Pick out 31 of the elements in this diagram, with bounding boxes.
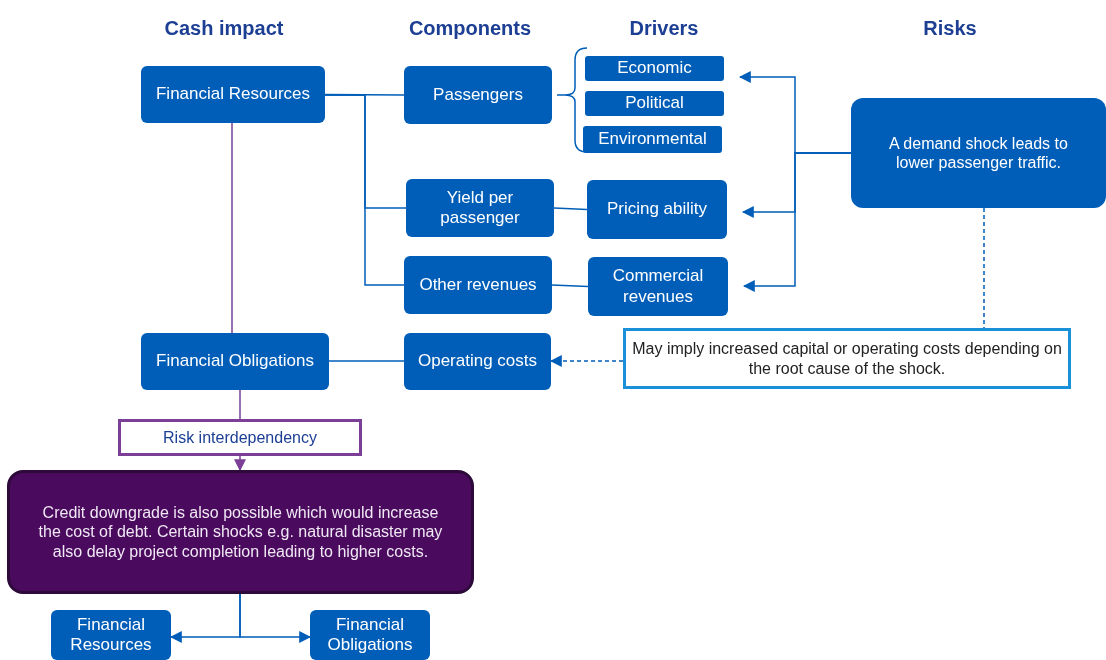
process-box: Other revenues (404, 256, 552, 314)
driver-box: Political (585, 91, 724, 116)
process-box: Financial Obligations (310, 610, 430, 660)
column-header: Cash impact (164, 17, 284, 40)
arrow (239, 593, 312, 643)
column-header: Components (408, 17, 532, 40)
arrow (742, 152, 852, 292)
driver-box: Economic (585, 56, 724, 81)
process-box: Financial Obligations (141, 333, 329, 390)
connector-line (551, 284, 589, 288)
column-header: Drivers (629, 17, 699, 40)
process-box: Passengers (404, 66, 552, 124)
arrow (234, 455, 246, 472)
column-header: Risks (923, 17, 977, 40)
process-box: Commercial revenues (588, 257, 728, 316)
process-box: Financial Resources (51, 610, 171, 660)
connector-line (231, 122, 233, 334)
risk-box: A demand shock leads to lower passenger traffic. (851, 98, 1106, 208)
connector-line (553, 207, 588, 211)
note-box: May imply increased capital or operating costs depending on the root cause of the shock. (623, 328, 1071, 389)
process-box: Operating costs (404, 333, 551, 390)
arrow (549, 355, 624, 367)
driver-box: Environmental (583, 126, 722, 153)
connector-line (324, 94, 405, 286)
process-box: Financial Resources (141, 66, 325, 123)
impact-box: Credit downgrade is also possible which would increase the cost of debt. Certain shocks e.g. natural disaster may also delay project completion leading to higher costs. (7, 470, 474, 594)
process-box: Yield per passenger (406, 179, 554, 237)
process-box: Pricing ability (587, 180, 727, 239)
connector-line (328, 360, 405, 362)
interdependency-box: Risk interdependency (118, 419, 362, 456)
connector-line (239, 389, 241, 420)
